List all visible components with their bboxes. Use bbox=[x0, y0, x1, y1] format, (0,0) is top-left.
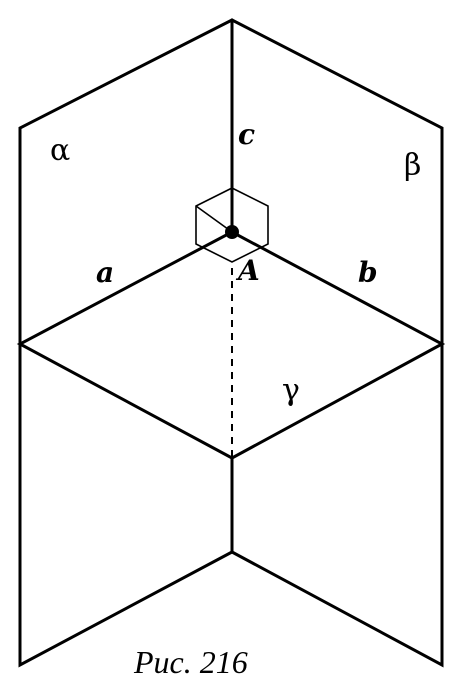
label-gamma: γ bbox=[282, 373, 300, 408]
label-line-a: a bbox=[96, 256, 114, 289]
plane-gamma-outline bbox=[16, 230, 446, 460]
plane-beta-outline bbox=[230, 18, 444, 668]
plane-alpha-outline bbox=[18, 18, 234, 668]
point-a-dot bbox=[225, 225, 239, 239]
label-beta: β bbox=[404, 148, 421, 183]
label-line-b: b bbox=[358, 256, 378, 289]
right-angle-cube-mark bbox=[195, 187, 269, 263]
label-line-c: c bbox=[238, 118, 255, 151]
label-alpha: α bbox=[50, 133, 70, 168]
figure-caption: Рис. 216 bbox=[133, 644, 248, 680]
label-point-a: A bbox=[235, 254, 260, 287]
